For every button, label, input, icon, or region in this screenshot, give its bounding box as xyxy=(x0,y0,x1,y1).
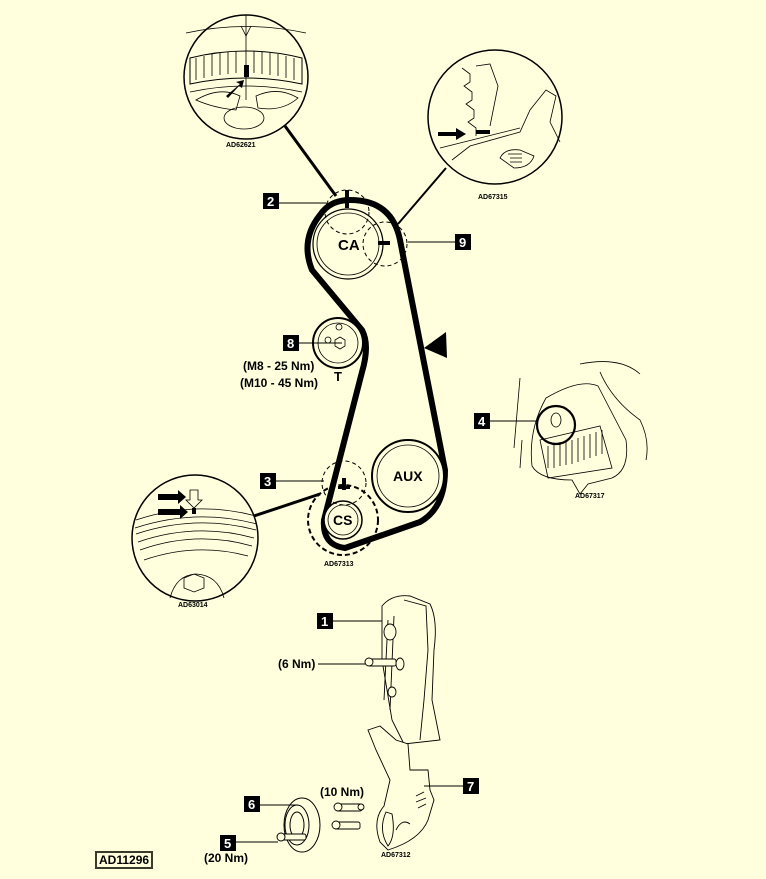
callout-8: 8 xyxy=(283,335,342,351)
svg-text:3: 3 xyxy=(264,474,271,489)
svg-text:1: 1 xyxy=(321,614,328,629)
inset-code-belt-layout: AD67313 xyxy=(324,561,354,568)
upper-timing-cover xyxy=(364,595,441,745)
svg-text:9: 9 xyxy=(459,235,466,250)
svg-text:7: 7 xyxy=(467,779,474,794)
torque-pulley-bolt: (20 Nm) xyxy=(204,851,248,865)
svg-text:5: 5 xyxy=(224,836,231,851)
timing-belt xyxy=(304,196,449,552)
torque-tensioner-m10: (M10 - 45 Nm) xyxy=(240,376,318,390)
callout-5: 5 xyxy=(220,835,278,851)
lower-cover-bolts xyxy=(331,802,365,830)
lower-timing-cover xyxy=(367,725,435,851)
inset-code-crankshaft-check: AD67317 xyxy=(575,493,605,500)
callout-2: 2 xyxy=(263,193,326,209)
svg-text:6: 6 xyxy=(248,797,255,812)
crankshaft-label: CS xyxy=(333,512,352,528)
tensioner-label: T xyxy=(334,369,342,384)
belt-layout: CA T AUX CS AD67313 xyxy=(304,189,449,568)
svg-text:2: 2 xyxy=(267,194,274,209)
callout-3: 3 xyxy=(260,473,324,489)
inset-camshaft-check: AD67315 xyxy=(397,49,563,225)
inset-code-camshaft-check: AD67315 xyxy=(478,194,508,201)
torque-tensioner-m8: (M8 - 25 Nm) xyxy=(243,359,314,373)
inset-code-covers: AD67312 xyxy=(381,852,411,859)
callout-1: 1 xyxy=(317,613,382,629)
callout-9: 9 xyxy=(408,234,471,250)
camshaft-label: CA xyxy=(338,237,360,254)
torque-lower-cover: (10 Nm) xyxy=(320,785,364,799)
figure-reference-code: AD11296 xyxy=(95,851,154,869)
svg-text:8: 8 xyxy=(287,336,294,351)
rotation-direction-arrow xyxy=(424,332,447,358)
inset-code-camshaft-mark: AD62621 xyxy=(226,142,256,149)
svg-text:4: 4 xyxy=(478,414,486,429)
inset-code-crankshaft-mark: AD63014 xyxy=(178,602,208,609)
auxiliary-label: AUX xyxy=(393,468,423,484)
torque-upper-cover: (6 Nm) xyxy=(278,657,315,671)
inset-crankshaft-check: AD67317 xyxy=(513,361,648,500)
callout-6: 6 xyxy=(244,796,298,812)
callout-4: 4 xyxy=(474,413,536,429)
callout-7: 7 xyxy=(424,778,479,794)
crankshaft-pulley xyxy=(323,500,363,540)
inset-camshaft-mark: AD62621 xyxy=(183,14,338,197)
inset-crankshaft-mark: AD63014 xyxy=(131,474,321,609)
auxiliary-pulley xyxy=(371,439,445,513)
crankshaft-pulley-part xyxy=(276,797,321,853)
